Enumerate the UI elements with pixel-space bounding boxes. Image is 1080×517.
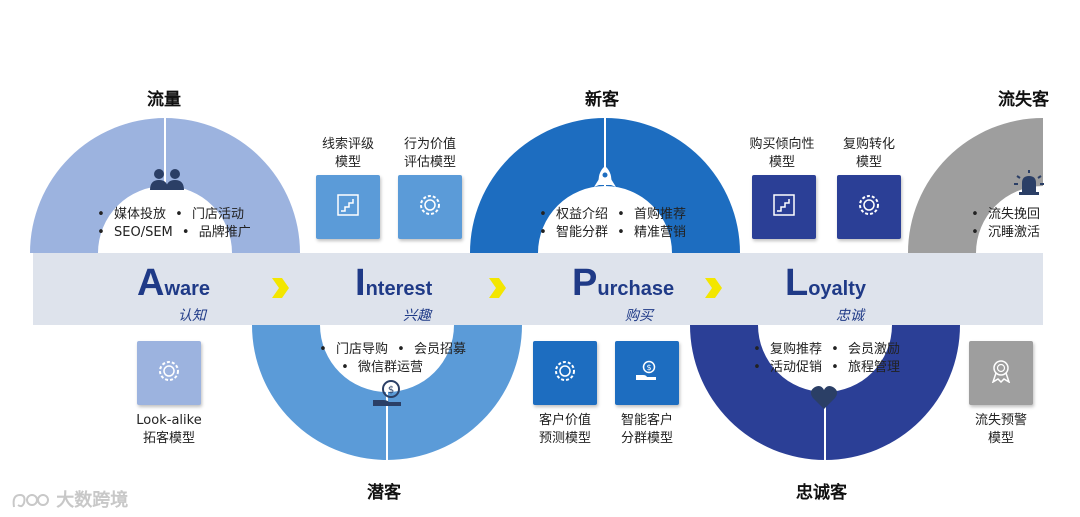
phase-purchase-cn: 购买: [625, 308, 653, 324]
model-label-lead-scoring: 线索评级模型: [321, 137, 374, 170]
phase-aware: Aware: [137, 262, 211, 304]
stair-chart-icon: [337, 194, 359, 220]
chip-icon: [419, 194, 441, 220]
model-label-churn-warning: 流失预警模型: [974, 413, 1027, 446]
chip-icon: [858, 194, 880, 220]
model-card-lead-scoring: [316, 175, 380, 239]
people-icon: [148, 168, 186, 196]
model-label-behavior-value: 行为价值评估模型: [403, 137, 456, 170]
watermark: 大数跨境: [10, 486, 128, 512]
chip-icon: [554, 360, 576, 386]
rocket-icon: [593, 165, 617, 199]
model-card-behavior-value: [398, 175, 462, 239]
watermark-logo-icon: [12, 493, 49, 508]
lost-arch: [908, 118, 1043, 253]
model-card-smart-segment: $: [615, 341, 679, 405]
stage-title-new-customer: 新客: [585, 90, 619, 110]
interest-bullets: •门店导购•会员招募 •微信群运营: [319, 342, 467, 375]
model-card-repurchase-conversion: [837, 175, 901, 239]
stage-title-lost-customer: 流失客: [998, 90, 1049, 110]
stair-chart-icon: [773, 194, 795, 220]
model-label-repurchase-tendency: 购买倾向性模型: [749, 137, 815, 170]
model-label-smart-segment: 智能客户分群模型: [620, 413, 673, 446]
phase-aware-cn: 认知: [178, 308, 206, 324]
phase-interest: Interest: [355, 262, 433, 304]
chevron-right-icon: [705, 278, 722, 298]
model-card-lookalike: [137, 341, 201, 405]
model-card-customer-value: [533, 341, 597, 405]
money-hand-icon: $: [371, 380, 407, 412]
heart-icon: [810, 385, 838, 415]
lost-bullets: •流失挽回 •沉睡激活: [971, 207, 1041, 240]
chevron-right-icon: [272, 278, 289, 298]
svg-text:$: $: [646, 363, 651, 372]
stage-title-loyal: 忠诚客: [796, 483, 847, 503]
purchase-bullets: •权益介绍•首购推荐 •智能分群•精准营销: [539, 207, 687, 240]
phase-purchase: Purchase: [572, 262, 675, 304]
phase-interest-cn: 兴趣: [403, 308, 431, 324]
model-label-repurchase-conversion: 复购转化模型: [842, 137, 895, 170]
money-hand-icon: $: [635, 360, 659, 386]
stage-title-traffic: 流量: [147, 90, 181, 110]
phase-band: [33, 253, 1043, 325]
model-card-repurchase-tendency: [752, 175, 816, 239]
svg-text:$: $: [388, 385, 394, 396]
model-card-churn-warning: [969, 341, 1033, 405]
chevron-right-icon: [489, 278, 506, 298]
aware-bullets: •媒体投放•门店活动 •SEO/SEM•品牌推广: [97, 207, 251, 240]
chip-icon: [158, 360, 180, 386]
alarm-light-icon: [1014, 170, 1044, 200]
loyalty-bullets: •复购推荐•会员激励 •活动促销•旅程管理: [753, 342, 901, 375]
award-ribbon-icon: [990, 359, 1012, 387]
phase-loyalty-cn: 忠诚: [836, 308, 864, 324]
phase-loyalty: Loyalty: [785, 262, 867, 304]
model-label-customer-value: 客户价值预测模型: [538, 413, 591, 446]
stage-title-potential: 潜客: [367, 483, 401, 503]
